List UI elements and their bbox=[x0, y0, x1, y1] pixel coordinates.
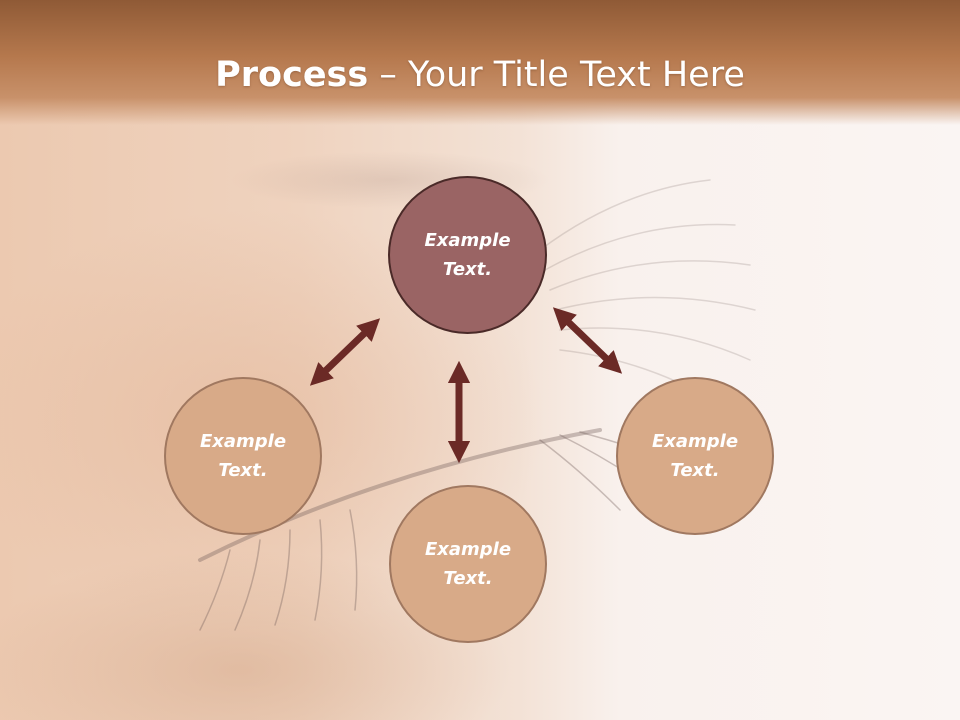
arrow-center-left bbox=[309, 318, 381, 386]
process-node-center[interactable]: Example Text. bbox=[388, 176, 547, 334]
process-node-right[interactable]: Example Text. bbox=[616, 377, 774, 535]
node-label-right: Example Text. bbox=[651, 431, 739, 481]
title-rest: – Your Title Text Here bbox=[368, 55, 745, 95]
node-label-bottom: Example Text. bbox=[424, 539, 512, 589]
arrow-center-right bbox=[552, 307, 623, 374]
node-label-left: Example Text. bbox=[199, 431, 287, 481]
title-band bbox=[0, 0, 960, 125]
title-bold: Process bbox=[215, 55, 369, 95]
slide-title: Process – Your Title Text Here bbox=[0, 52, 960, 98]
process-node-left[interactable]: Example Text. bbox=[164, 377, 322, 535]
process-node-bottom[interactable]: Example Text. bbox=[389, 485, 547, 643]
node-label-center: Example Text. bbox=[424, 230, 511, 280]
